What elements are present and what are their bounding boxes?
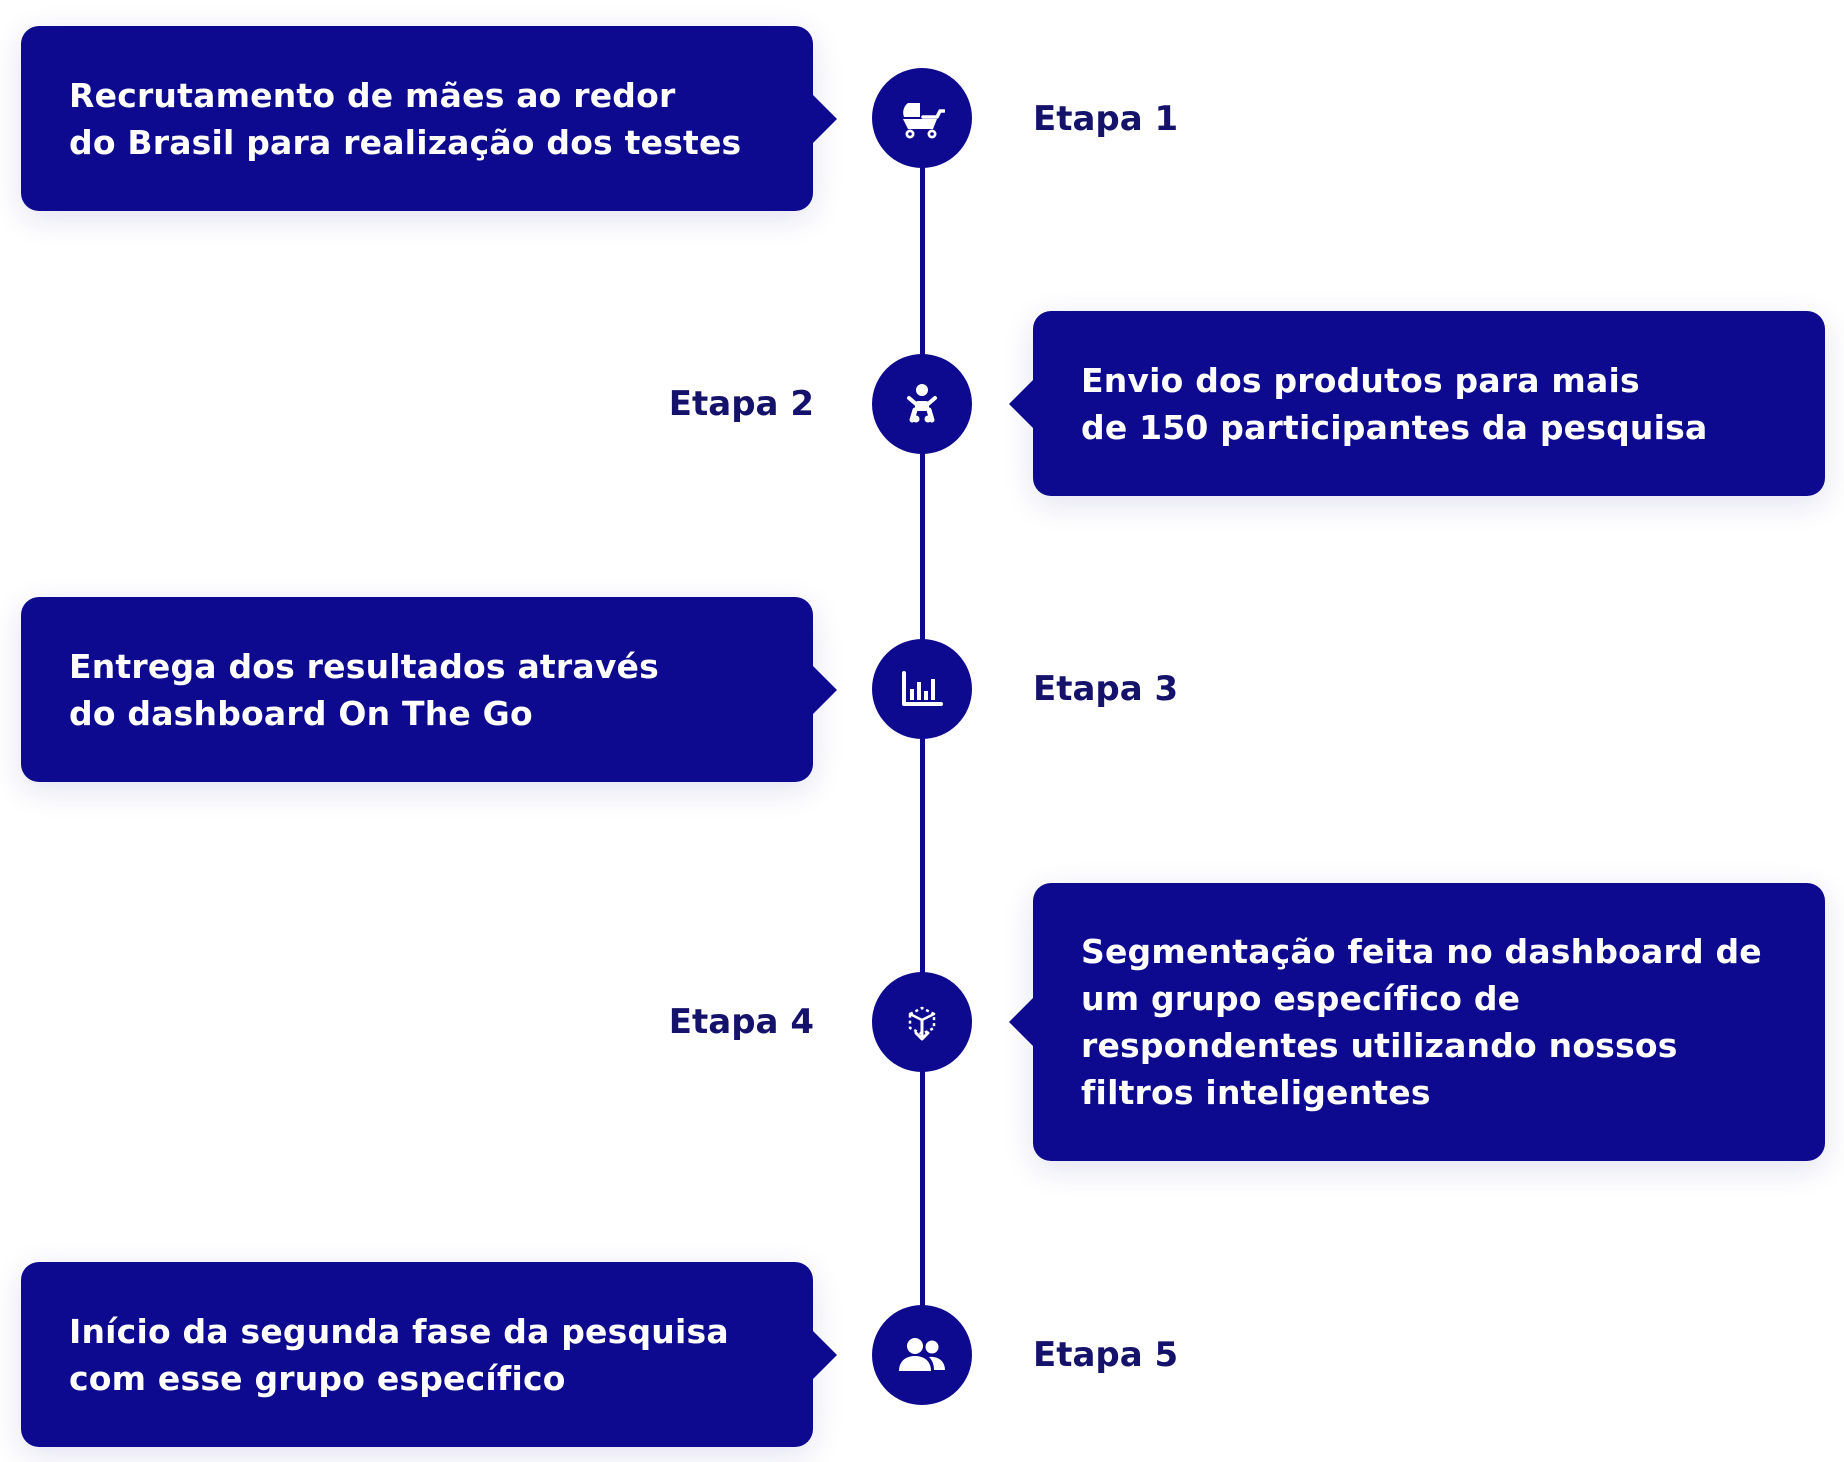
step-5-label: Etapa 5 bbox=[1033, 1335, 1179, 1375]
baby-icon bbox=[907, 384, 937, 423]
step-3-card: Entrega dos resultados através do dashbo… bbox=[21, 597, 837, 782]
step-3-description: Entrega dos resultados através do dashbo… bbox=[69, 646, 659, 733]
step-1-card: Recrutamento de mães ao redor do Brasil … bbox=[21, 26, 837, 211]
users-group-icon bbox=[899, 1338, 945, 1371]
step-4-description: Segmentação feita no dashboard de um gru… bbox=[1081, 932, 1762, 1112]
step-1-node bbox=[872, 68, 972, 168]
step-1-description: Recrutamento de mães ao redor do Brasil … bbox=[69, 75, 742, 162]
bar-chart-icon bbox=[902, 671, 943, 706]
step-2-node bbox=[872, 354, 972, 454]
step-4-card: Segmentação feita no dashboard de um gru… bbox=[1009, 883, 1825, 1161]
step-2-label: Etapa 2 bbox=[668, 384, 814, 424]
step-4-node bbox=[872, 972, 972, 1072]
segment-cube-icon bbox=[908, 1006, 936, 1041]
step-3-label: Etapa 3 bbox=[1033, 669, 1179, 709]
step-3-node bbox=[872, 639, 972, 739]
step-5-card: Início da segunda fase da pesquisa com e… bbox=[21, 1262, 837, 1447]
step-5-node bbox=[872, 1305, 972, 1405]
baby-stroller-icon bbox=[903, 103, 945, 139]
step-4-label: Etapa 4 bbox=[668, 1002, 814, 1042]
step-1-label: Etapa 1 bbox=[1033, 99, 1179, 139]
step-2-description: Envio dos produtos para mais de 150 part… bbox=[1081, 360, 1708, 447]
step-2-card: Envio dos produtos para mais de 150 part… bbox=[1009, 311, 1825, 496]
step-5-description: Início da segunda fase da pesquisa com e… bbox=[69, 1311, 729, 1398]
